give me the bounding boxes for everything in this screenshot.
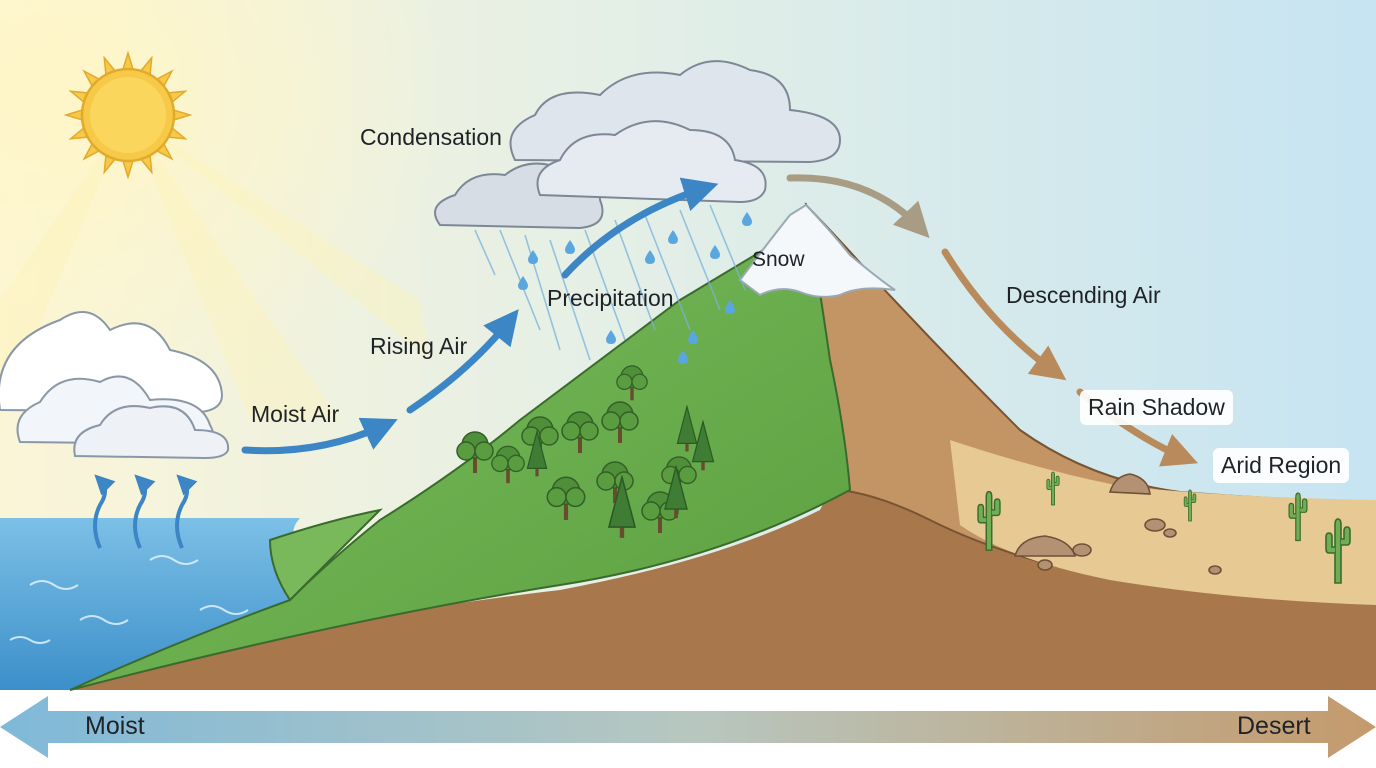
- desert-features: [977, 471, 1351, 584]
- rain-streaks: [474, 204, 746, 361]
- arid-region-label: Arid Region: [1213, 448, 1350, 483]
- cloud-icon: [0, 311, 230, 460]
- rising-air-arrows: [241, 177, 719, 455]
- ground-base: [70, 470, 1376, 690]
- condensation-label: Condensation: [360, 124, 502, 150]
- arrow-icon: [561, 177, 719, 279]
- rock-icon: [1037, 559, 1053, 571]
- rock-icon: [1144, 518, 1166, 532]
- moisture-gradient-bar: [0, 696, 1376, 758]
- desert-end-label: Desert: [1237, 712, 1311, 740]
- snow-cap: [738, 203, 896, 298]
- ocean-waves: [9, 555, 249, 644]
- rock-icon: [1208, 565, 1222, 575]
- rain-shadow-label: Rain Shadow: [1080, 390, 1233, 425]
- coast-edge: [268, 508, 384, 602]
- rock-icon: [1108, 473, 1151, 495]
- sun-icon: [63, 50, 193, 180]
- rising-air-label: Rising Air: [370, 333, 468, 359]
- arrow-icon: [786, 174, 930, 239]
- descending-air-label: Descending Air: [1006, 282, 1161, 308]
- moist-end-label: Moist: [85, 712, 145, 740]
- arrow-icon: [941, 248, 1067, 381]
- arrow-icon: [241, 417, 398, 455]
- arrow-icon: [406, 309, 519, 414]
- moist-air-label: Moist Air: [251, 401, 340, 427]
- precipitation-label: Precipitation: [547, 285, 674, 311]
- evaporation-arrows: [93, 474, 198, 549]
- rock-icon: [1163, 528, 1177, 538]
- rock-icon: [1072, 543, 1092, 557]
- snow-label: Snow: [752, 248, 805, 271]
